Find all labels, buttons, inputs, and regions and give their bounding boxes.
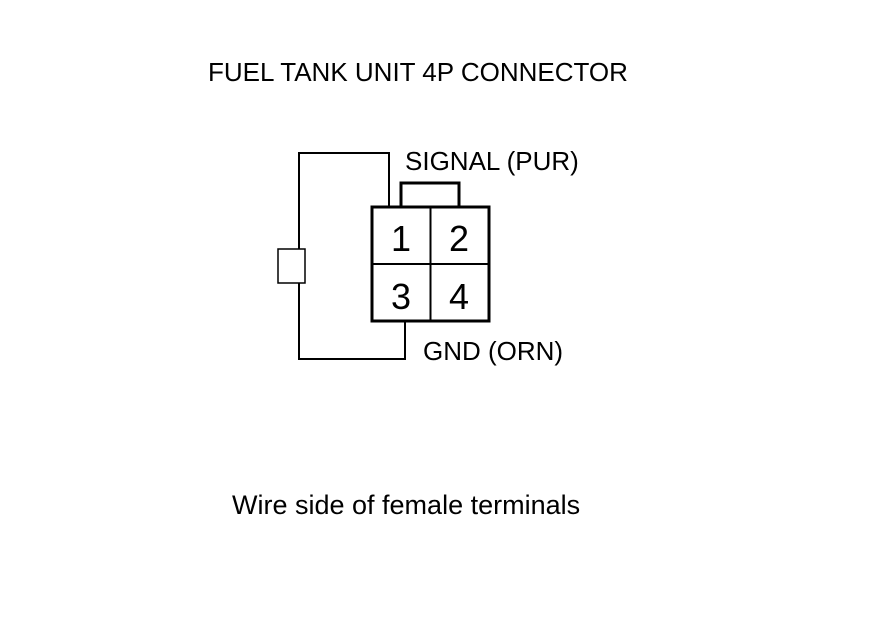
ground-wire-label: GND (ORN) bbox=[423, 336, 564, 366]
pin-1-label: 1 bbox=[391, 218, 411, 259]
fuel-sender-resistor-symbol bbox=[277, 248, 306, 284]
view-caption: Wire side of female terminals bbox=[232, 490, 581, 520]
pin-4-label: 4 bbox=[449, 276, 469, 317]
connector-housing bbox=[370, 181, 491, 323]
pin-3-label: 3 bbox=[391, 276, 411, 317]
sender-wiring bbox=[277, 152, 406, 360]
connector-lock-tab bbox=[399, 181, 461, 207]
diagram-title: FUEL TANK UNIT 4P CONNECTOR bbox=[208, 57, 628, 87]
signal-wire bbox=[298, 152, 390, 249]
signal-wire-label: SIGNAL (PUR) bbox=[405, 146, 579, 176]
pin-2-label: 2 bbox=[449, 218, 469, 259]
ground-wire bbox=[298, 283, 406, 360]
